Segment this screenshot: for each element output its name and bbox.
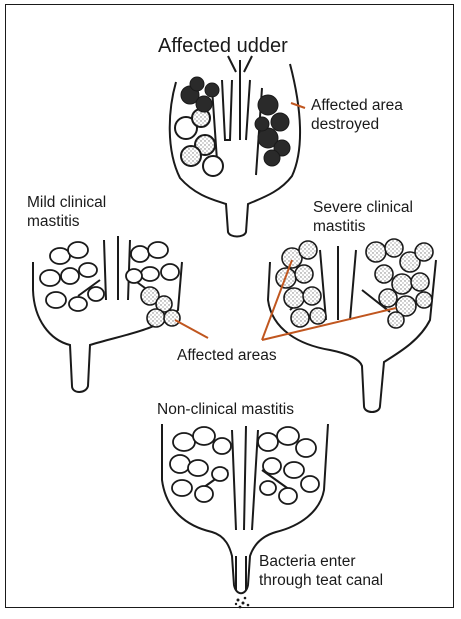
label-area-destroyed: Affected area destroyed: [311, 96, 403, 134]
affected-area-mild: [141, 287, 180, 327]
diagram-title: Affected udder: [158, 34, 288, 58]
bacteria-dots: [235, 597, 250, 609]
label-mild-mastitis: Mild clinical mastitis: [27, 193, 106, 231]
label-affected-areas: Affected areas: [177, 346, 277, 365]
label-bacteria: Bacteria enter through teat canal: [259, 552, 383, 590]
label-nonclinical-mastitis: Non-clinical mastitis: [157, 400, 294, 419]
affected-area-severe: [276, 239, 433, 328]
label-severe-mastitis: Severe clinical mastitis: [313, 198, 413, 236]
